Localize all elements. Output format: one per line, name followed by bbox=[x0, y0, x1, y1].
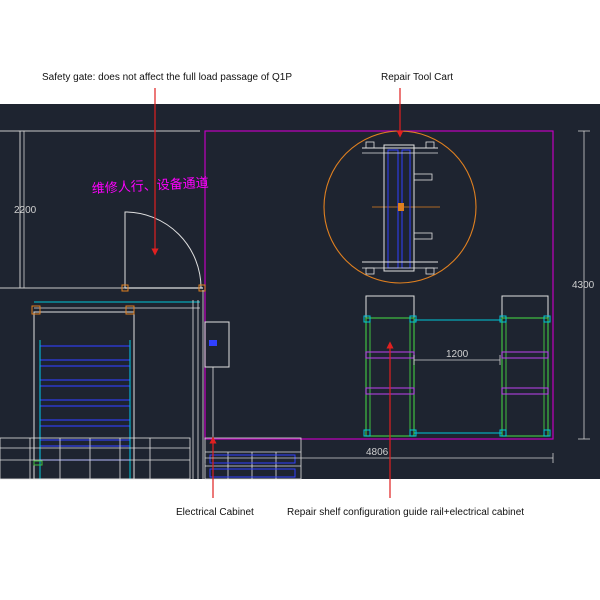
small-green-marker bbox=[33, 460, 43, 466]
callout-electrical-cabinet: Electrical Cabinet bbox=[176, 507, 254, 518]
dim-right-label: 4300 bbox=[572, 280, 595, 291]
dim-right bbox=[578, 130, 590, 440]
cad-background bbox=[0, 104, 600, 479]
callout-safety-gate: Safety gate: does not affect the full lo… bbox=[42, 72, 292, 83]
dim-bottom-label: 4806 bbox=[366, 447, 389, 458]
bottom-center-blue-trays bbox=[209, 454, 296, 478]
dim-shelf-spacing bbox=[413, 355, 501, 365]
passage-note: 维修人行、设备通道 bbox=[91, 175, 209, 197]
dim-shelf-spacing-label: 1200 bbox=[446, 349, 469, 360]
callout-repair-shelf: Repair shelf configuration guide rail+el… bbox=[287, 507, 525, 518]
guide-rails bbox=[192, 290, 204, 479]
repair-shelf-right bbox=[499, 295, 551, 437]
safety-gate bbox=[121, 211, 206, 292]
dim-left bbox=[18, 130, 30, 289]
dim-bottom bbox=[204, 453, 554, 463]
tool-cart-assembly bbox=[323, 130, 477, 284]
bottom-left-shelving bbox=[0, 437, 191, 480]
callout-repair-tool-cart: Repair Tool Cart bbox=[381, 72, 454, 83]
dim-left-label: 2200 bbox=[14, 205, 37, 216]
left-rack bbox=[31, 301, 200, 480]
